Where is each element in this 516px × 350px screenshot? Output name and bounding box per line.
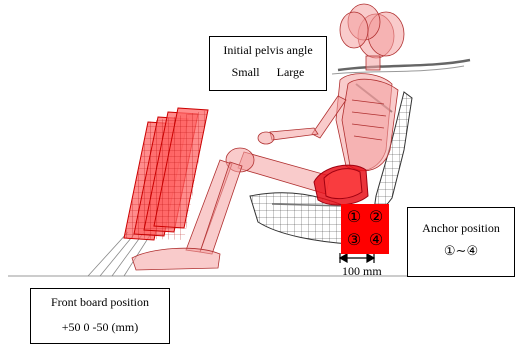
pelvis-angle-small: Small	[232, 65, 260, 79]
pelvis-angle-title: Initial pelvis angle	[210, 42, 326, 58]
pelvis-angle-label-box: Initial pelvis angle Small Large	[209, 36, 327, 91]
anchor-position-range: ①∼④	[408, 236, 514, 259]
dummy-pelvis	[314, 165, 368, 205]
anchor-position-title: Anchor position	[408, 220, 514, 236]
anchor-point-2: ②	[367, 208, 385, 226]
pelvis-angle-range: Small Large	[210, 58, 326, 80]
anchor-point-grid: ① ② ③ ④	[341, 204, 389, 254]
scale-label: 100 mm	[342, 264, 382, 279]
anchor-point-4: ④	[367, 231, 385, 249]
anchor-point-3: ③	[345, 231, 363, 249]
anchor-point-1: ①	[345, 208, 363, 226]
front-board-panels	[124, 108, 208, 240]
front-board-values: +50 0 -50 (mm)	[31, 310, 169, 335]
scale-arrow	[340, 253, 374, 263]
anchor-position-label-box: Anchor position ①∼④	[407, 207, 515, 277]
front-board-title: Front board position	[31, 294, 169, 310]
front-board-label-box: Front board position +50 0 -50 (mm)	[30, 288, 170, 344]
pelvis-angle-large: Large	[277, 65, 305, 79]
